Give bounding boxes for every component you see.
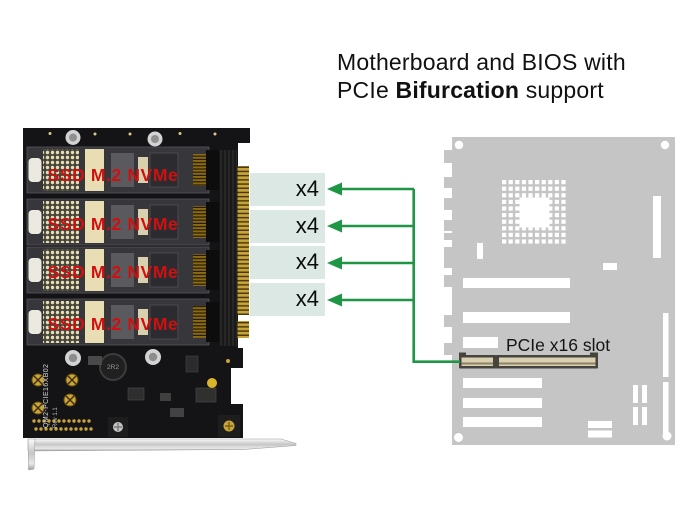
lane-box-4: x4 [250, 283, 325, 316]
motherboard-cutouts [454, 140, 672, 442]
title-line2-bold: Bifurcation [395, 77, 520, 103]
ssd-label-3: SSD M.2 NVMe [48, 262, 179, 282]
board-revision: Rev 1.1 [53, 407, 59, 428]
ssd-label-2: SSD M.2 NVMe [48, 214, 179, 234]
pcie-slot-label: PCIe x16 slot [506, 335, 610, 355]
lane-label-1: x4 [295, 176, 319, 201]
pcb-pads [48, 132, 217, 136]
lane-label-4: x4 [295, 286, 319, 311]
lane-label-2: x4 [295, 213, 319, 238]
inductor-label: 2R2 [107, 364, 119, 371]
pcb-components: 2R2 [31, 349, 240, 437]
lane-lines [340, 187, 460, 363]
ssd-label-4: SSD M.2 NVMe [48, 314, 179, 334]
title-line2: PCIe Bifurcation support [337, 76, 667, 104]
lane-label-3: x4 [295, 249, 319, 274]
pcb-ribs [220, 150, 237, 346]
card-bracket [27, 438, 297, 471]
pcie-card-image: SSD M.2 NVMe SSD M.2 NVMe SSD M.2 NVMe [23, 128, 297, 471]
ssd-module-4: SSD M.2 NVMe [26, 298, 219, 346]
pcie-x16-slot [459, 352, 598, 369]
lane-box-1: x4 [250, 173, 325, 206]
board-code: QM2-PCIE16XB02 [43, 364, 50, 428]
ssd-module-1: SSD M.2 NVMe [26, 146, 219, 194]
title-line2-pre: PCIe [337, 77, 396, 103]
lane-arrowheads [327, 182, 342, 307]
ssd-module-3: SSD M.2 NVMe [26, 246, 219, 294]
ssd-label-1: SSD M.2 NVMe [48, 165, 179, 185]
lane-box-3: x4 [250, 246, 325, 279]
lane-box-2: x4 [250, 210, 325, 243]
bifurcation-connectors [327, 182, 460, 363]
motherboard-diagram: PCIe x16 slot [444, 137, 675, 445]
title-line2-post: support [519, 77, 604, 103]
ram-slot [653, 196, 661, 258]
diagram-title: Motherboard and BIOS with PCIe Bifurcati… [337, 48, 667, 104]
title-line1: Motherboard and BIOS with [337, 49, 626, 75]
screw-post [65, 130, 163, 147]
pcie-edge-connector [237, 166, 249, 338]
ssd-module-2: SSD M.2 NVMe [26, 198, 219, 246]
